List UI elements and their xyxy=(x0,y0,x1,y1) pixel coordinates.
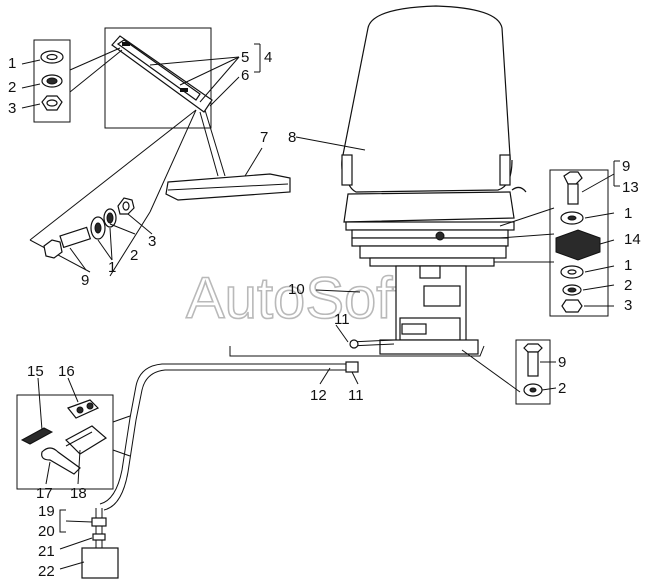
fastener-group-left xyxy=(29,109,197,277)
callout-3-right: 3 xyxy=(624,297,632,314)
callout-7: 7 xyxy=(260,129,268,146)
watermark-text: AutoSoft xyxy=(186,266,408,331)
callout-10: 10 xyxy=(288,281,305,298)
callout-13: 13 xyxy=(622,179,639,196)
callout-1-left: 1 xyxy=(108,259,116,276)
callout-1-top-left: 1 xyxy=(8,55,16,72)
callout-6: 6 xyxy=(241,67,249,84)
callout-21: 21 xyxy=(38,543,55,560)
callout-9-left: 9 xyxy=(81,272,89,289)
callout-1-right-b: 1 xyxy=(624,257,632,274)
callout-17: 17 xyxy=(36,485,53,502)
callout-12: 12 xyxy=(310,387,327,404)
fastener-box-top-left xyxy=(21,39,71,123)
callout-2-left: 2 xyxy=(130,247,138,264)
callout-2-lower-right: 2 xyxy=(558,380,566,397)
callout-9-right: 9 xyxy=(622,158,630,175)
callout-labels: 1 2 3 4 5 6 7 8 9 1 2 3 9 13 1 14 1 2 3 … xyxy=(8,49,641,580)
callout-1-right-a: 1 xyxy=(624,205,632,222)
callout-2-top-left: 2 xyxy=(8,79,16,96)
callout-15: 15 xyxy=(27,363,44,380)
callout-5: 5 xyxy=(241,49,249,66)
callout-2-right: 2 xyxy=(624,277,632,294)
callout-22: 22 xyxy=(38,563,55,580)
seat-pad xyxy=(165,147,291,201)
callout-11-top: 11 xyxy=(334,311,350,328)
callout-14: 14 xyxy=(624,231,641,248)
callout-8: 8 xyxy=(288,129,296,146)
fastener-box-right xyxy=(549,160,620,317)
callout-19: 19 xyxy=(38,503,55,520)
hose-assembly xyxy=(81,289,395,579)
callout-3-top-left: 3 xyxy=(8,100,16,117)
armrest-assembly xyxy=(69,27,261,177)
callout-4: 4 xyxy=(264,49,272,66)
fastener-box-lower-right xyxy=(515,339,557,405)
small-parts-box xyxy=(16,377,131,490)
callout-18: 18 xyxy=(70,485,87,502)
callout-9-lower-right: 9 xyxy=(558,354,566,371)
callout-16: 16 xyxy=(58,363,75,380)
callout-3-left: 3 xyxy=(148,233,156,250)
callout-20: 20 xyxy=(38,523,55,540)
callout-11-bottom: 11 xyxy=(348,387,364,404)
seat-assembly xyxy=(229,5,555,393)
